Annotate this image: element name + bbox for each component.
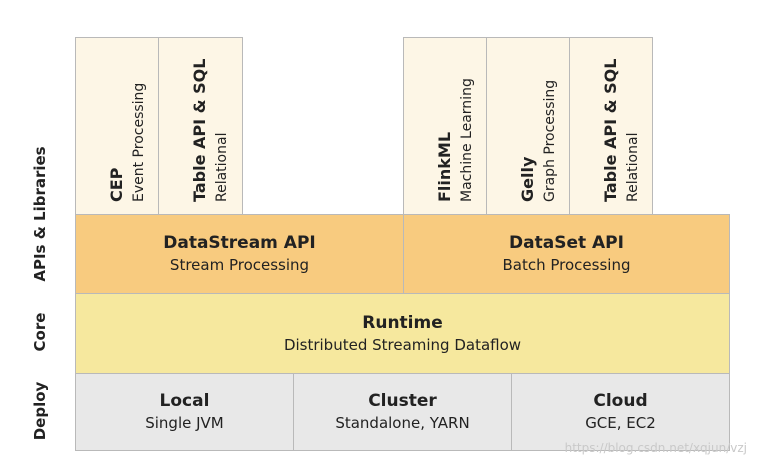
library-subtitle: Relational [214, 132, 230, 202]
api-datastream: DataStream API Stream Processing [75, 214, 404, 294]
layer-label-core: Core [31, 312, 49, 352]
library-title: FlinkML [435, 131, 454, 202]
library-table-api-sql-right: Table API & SQL Relational [569, 37, 653, 215]
api-title: DataSet API [509, 233, 624, 253]
layer-label-apis-libraries: APIs & Libraries [31, 146, 49, 282]
deploy-title: Cluster [368, 391, 437, 411]
runtime-subtitle: Distributed Streaming Dataflow [283, 335, 522, 354]
library-subtitle: Machine Learning [459, 78, 475, 202]
api-dataset: DataSet API Batch Processing [403, 214, 730, 294]
api-subtitle: Stream Processing [169, 256, 310, 274]
deploy-subtitle: Standalone, YARN [335, 414, 470, 432]
runtime-title: Runtime [362, 312, 443, 333]
library-table-api-sql-left: Table API & SQL Relational [158, 37, 243, 215]
library-subtitle: Relational [625, 132, 641, 202]
api-title: DataStream API [163, 233, 316, 253]
layer-label-deploy: Deploy [31, 381, 49, 441]
library-subtitle: Graph Processing [542, 79, 558, 202]
library-title: Table API & SQL [601, 58, 620, 202]
watermark: https://blog.csdn.net/xqjun/vzj [564, 441, 747, 455]
library-title: CEP [107, 167, 126, 202]
deploy-title: Local [159, 391, 210, 411]
library-subtitle: Event Processing [131, 82, 147, 202]
library-flinkml: FlinkML Machine Learning [403, 37, 487, 215]
library-title: Gelly [518, 156, 537, 202]
deploy-cluster: Cluster Standalone, YARN [293, 373, 512, 451]
library-gelly: Gelly Graph Processing [486, 37, 570, 215]
runtime-core: Runtime Distributed Streaming Dataflow [75, 293, 730, 374]
api-subtitle: Batch Processing [502, 256, 631, 274]
library-title: Table API & SQL [190, 58, 209, 202]
deploy-cloud: Cloud GCE, EC2 [511, 373, 730, 451]
deploy-subtitle: Single JVM [145, 414, 224, 432]
deploy-local: Local Single JVM [75, 373, 294, 451]
deploy-subtitle: GCE, EC2 [585, 414, 656, 432]
deploy-title: Cloud [593, 391, 648, 411]
library-cep: CEP Event Processing [75, 37, 159, 215]
